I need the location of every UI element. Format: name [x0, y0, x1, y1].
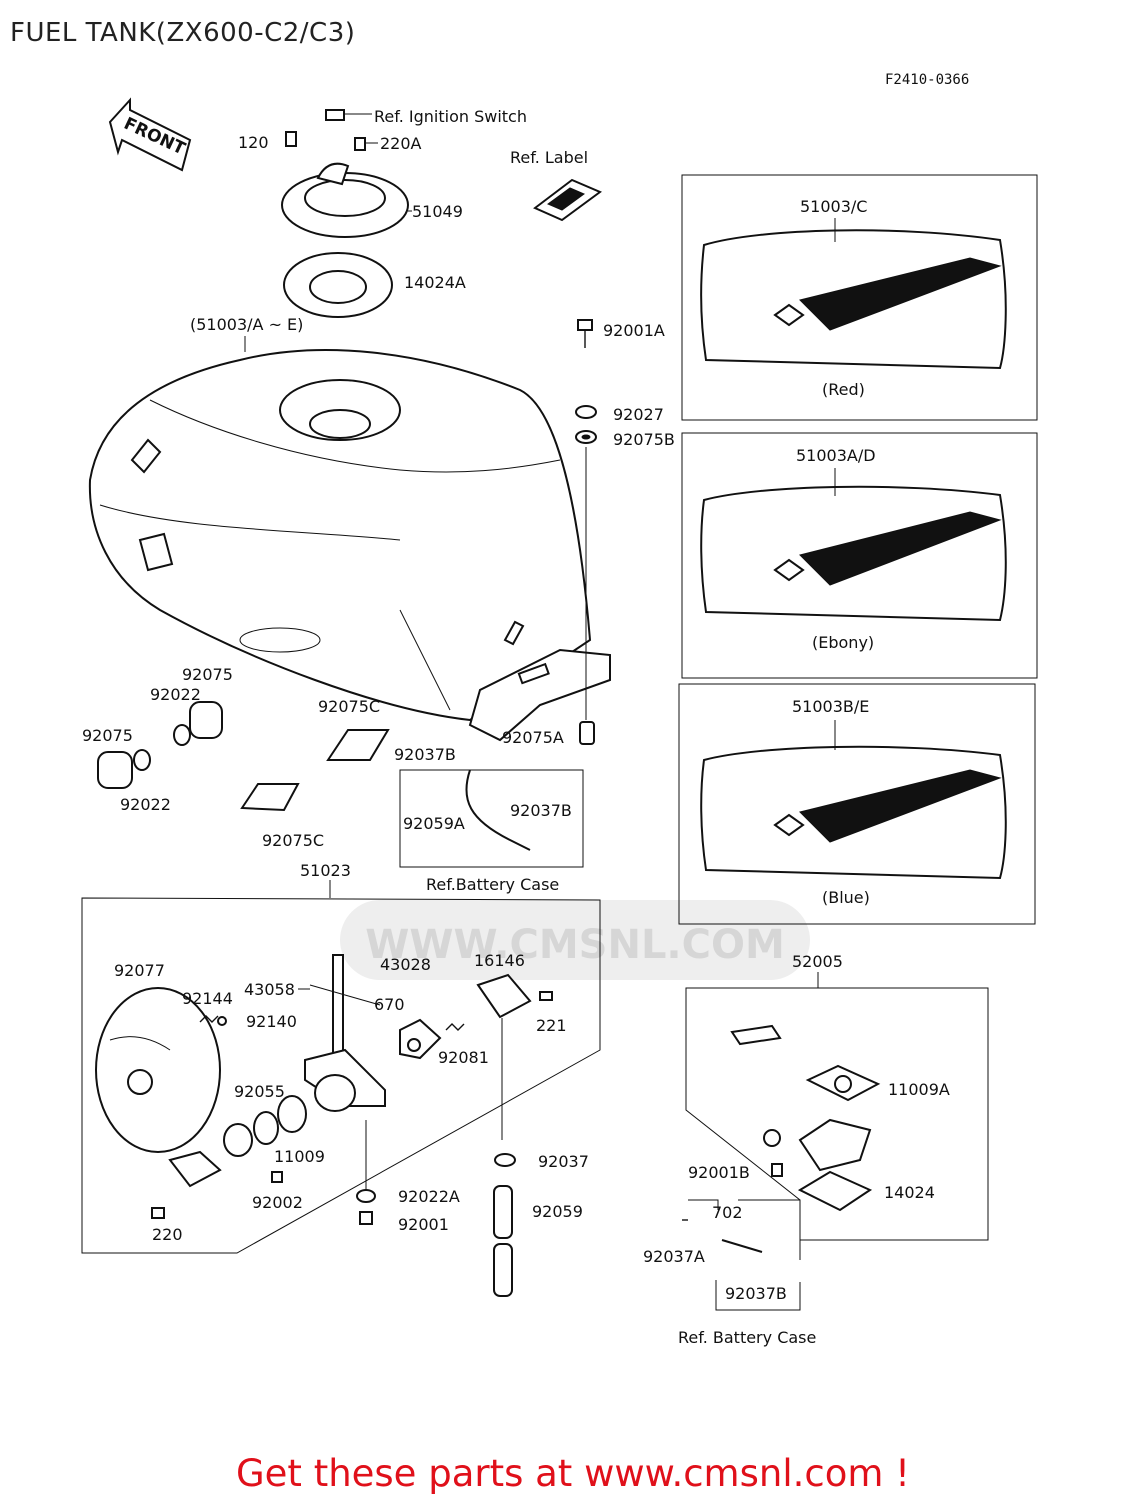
tank-variant-red: 51003/C (Red): [681, 174, 1038, 421]
label-variant-ebony-color: (Ebony): [812, 633, 874, 652]
footer-cta[interactable]: Get these parts at www.cmsnl.com !: [235, 1452, 910, 1495]
label-92027: 92027: [613, 405, 664, 424]
label-92022a: 92022A: [398, 1187, 460, 1206]
fuel-tank-icon: [88, 349, 592, 722]
label-tank-group: (51003/A ~ E): [190, 315, 303, 334]
label-14024a: 14024A: [404, 273, 466, 292]
label-51049: 51049: [412, 202, 463, 221]
plate-92002-icon: [168, 1123, 253, 1188]
label-14024: 14024: [884, 1183, 935, 1202]
label-220a: 220A: [380, 134, 422, 153]
label-221: 221: [536, 1016, 567, 1035]
label-11009: 11009: [274, 1147, 325, 1166]
label-52005: 52005: [792, 952, 843, 971]
rubber-damper-icon: [173, 701, 223, 746]
fuel-filter-14024-icon: [797, 1170, 873, 1212]
label-92037b-b: 92037B: [510, 801, 572, 820]
bolt-92001a-icon: [577, 319, 593, 348]
battery-case-hose-box: [399, 769, 584, 868]
tank-variant-ebony: 51003A/D (Ebony): [681, 432, 1038, 679]
label-variant-red-part: 51003/C: [800, 197, 867, 216]
label-120: 120: [238, 133, 269, 152]
rubber-damper-icon: [97, 749, 151, 789]
label-92037b-c: 92037B: [725, 1284, 787, 1303]
diaphragm-43028-icon: [399, 1018, 442, 1060]
label-92001: 92001: [398, 1215, 449, 1234]
filter-11009-icon: [277, 1095, 307, 1133]
spring-92144-icon: [199, 1015, 219, 1023]
label-92075-left: 92075: [82, 726, 133, 745]
label-92001b: 92001B: [688, 1163, 750, 1182]
label-92144: 92144: [182, 989, 233, 1008]
damper-92075a-icon: [579, 721, 595, 745]
damper-92075c-icon: [326, 729, 390, 761]
fuel-pump-plate-11009a-icon: [805, 1064, 881, 1102]
watermark-text: WWW.CMSNL.COM: [365, 922, 785, 968]
front-arrow-icon: FRONT: [108, 97, 192, 172]
damper-92075c-icon: [240, 783, 300, 812]
fuel-pump-body-icon: [763, 1118, 872, 1172]
spring-92081-icon: [445, 1023, 465, 1031]
label-ref-ignition-switch: Ref. Ignition Switch: [374, 107, 527, 126]
label-670: 670: [374, 995, 405, 1014]
diagram-reference-code: F2410-0366: [885, 72, 970, 88]
label-92022-bottom: 92022: [120, 795, 171, 814]
label-ref-battery-case-1: Ref.Battery Case: [426, 875, 559, 894]
label-92022-top: 92022: [150, 685, 201, 704]
label-92075c-a: 92075C: [318, 697, 380, 716]
label-16146: 16146: [474, 951, 525, 970]
label-92075c-b: 92075C: [262, 831, 324, 850]
label-92059a: 92059A: [403, 814, 465, 833]
label-variant-blue-part: 51003B/E: [792, 697, 869, 716]
label-92037a: 92037A: [643, 1247, 705, 1266]
label-92075a: 92075A: [502, 728, 564, 747]
label-ref-label: Ref. Label: [510, 148, 588, 167]
damper-92027-icon: [575, 405, 597, 419]
label-43028: 43028: [380, 955, 431, 974]
label-220: 220: [152, 1225, 183, 1244]
label-variant-blue-color: (Blue): [822, 888, 870, 907]
fuel-tap-knob-icon: [95, 987, 221, 1153]
collar-92075b-icon: [575, 430, 597, 444]
cap-gasket-icon: [283, 252, 393, 318]
label-92081: 92081: [438, 1048, 489, 1067]
cmsnl-watermark: WWW.CMSNL.COM: [340, 900, 810, 980]
label-92001a: 92001A: [603, 321, 665, 340]
tank-variant-blue: 51003B/E (Blue): [678, 683, 1036, 925]
label-92055: 92055: [234, 1082, 285, 1101]
cap-bolts: [285, 109, 378, 151]
label-92140: 92140: [246, 1012, 297, 1031]
label-92077: 92077: [114, 961, 165, 980]
ref-label-sticker-icon: [533, 178, 602, 222]
label-variant-red-color: (Red): [822, 380, 865, 399]
cover-16146-icon: [476, 973, 532, 1019]
label-43058: 43058: [244, 980, 295, 999]
label-92059: 92059: [532, 1202, 583, 1221]
diagram-title: FUEL TANK(ZX600-C2/C3): [10, 18, 356, 48]
label-92075b: 92075B: [613, 430, 675, 449]
label-92037b-a: 92037B: [394, 745, 456, 764]
label-51023: 51023: [300, 861, 351, 880]
label-92037: 92037: [538, 1152, 589, 1171]
label-variant-ebony-part: 51003A/D: [796, 446, 876, 465]
label-702: 702: [712, 1203, 743, 1222]
fuel-tap-group-box: [81, 897, 601, 1254]
fuel-hose-92059-icon: [493, 1185, 513, 1297]
filler-cap-icon: [281, 162, 409, 238]
label-ref-battery-case-2: Ref. Battery Case: [678, 1328, 816, 1347]
label-11009a: 11009A: [888, 1080, 950, 1099]
screw-221-icon: [539, 991, 553, 1001]
tank-rear-bracket-icon: [468, 620, 611, 742]
label-92075-top: 92075: [182, 665, 233, 684]
fuel-tap-body-icon: [304, 954, 386, 1112]
label-92002: 92002: [252, 1193, 303, 1212]
o-ring-92055-icon: [253, 1111, 279, 1145]
